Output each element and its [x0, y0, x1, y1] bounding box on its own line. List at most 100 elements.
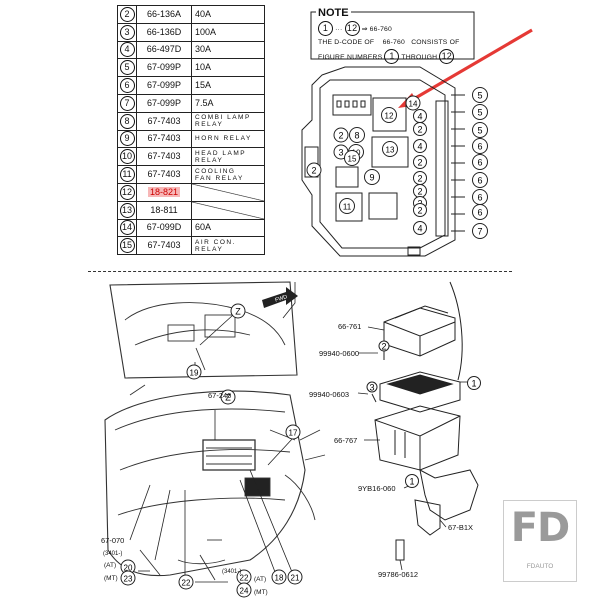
lower-callout: 22 [178, 574, 194, 590]
part-desc-line: COOLING [195, 167, 236, 175]
svg-text:24: 24 [240, 586, 249, 595]
part-num: 15 [119, 238, 135, 254]
svg-text:15: 15 [348, 154, 357, 163]
part-desc-cell [191, 200, 265, 220]
lower-callout: 18 [271, 569, 287, 585]
part-desc-cell: AIR CON.RELAY [191, 236, 265, 256]
svg-text:19: 19 [190, 368, 199, 377]
part-num: 6 [119, 78, 135, 94]
fusebox-callout-right: 7 [472, 223, 488, 239]
fusebox-callout-column: 4 [413, 109, 427, 123]
svg-text:7: 7 [477, 226, 482, 236]
part-num-cell: 7 [117, 93, 137, 113]
fusebox-callout-inner: 8 [349, 127, 365, 143]
svg-text:5: 5 [477, 107, 482, 117]
svg-text:2: 2 [381, 341, 386, 351]
code-bracket: 67-B1X [448, 523, 474, 532]
svg-text:18: 18 [275, 573, 284, 582]
fusebox-callout-left: 14 [405, 95, 421, 111]
code-bolt-mid: 99940-0603 [309, 390, 350, 399]
forward-arrow-icon [262, 287, 298, 308]
svg-text:4: 4 [417, 141, 422, 151]
fusebox-callout-right: 5 [472, 122, 488, 138]
svg-text:22: 22 [240, 573, 249, 582]
svg-text:6: 6 [477, 207, 482, 217]
fusebox-callout-right: 6 [472, 189, 488, 205]
svg-text:2: 2 [311, 165, 316, 175]
lower-callout: 24 [236, 582, 252, 598]
svg-text:3: 3 [338, 147, 343, 157]
part-desc-line: HORN RELAY [195, 135, 252, 143]
part-num: 13 [119, 202, 135, 218]
note-line-1: 1 ··· 12 ⇒ 66-760 [318, 21, 459, 36]
at-mt-a-mt: (MT) [104, 575, 118, 582]
part-num: 4 [119, 42, 135, 58]
fusebox-callout-inner: 11 [339, 198, 355, 214]
svg-text:8: 8 [354, 130, 359, 140]
at-mt-a-at: (AT) [104, 562, 117, 569]
svg-text:11: 11 [343, 202, 352, 211]
fusebox-callouts: 23214128101315911424222224555666667 [306, 87, 488, 239]
zoom-marker-label: Z [225, 393, 231, 403]
svg-text:2: 2 [338, 130, 343, 140]
code-bolt-bottom: 99786-0612 [378, 570, 419, 579]
fusebox-callout-inner: 13 [382, 141, 398, 157]
part-num: 12 [119, 184, 135, 200]
fusebox-callout-column: 2 [413, 155, 427, 169]
exploded-fusebox [371, 281, 479, 561]
lower-callout: 23 [120, 570, 136, 586]
forward-label: FWD [274, 294, 288, 304]
part-desc-line: RELAY [195, 156, 224, 164]
note-line-3: FIGURE NUMBERS 1 THROUGH 12 [318, 49, 459, 64]
note-line3-mid: THROUGH [401, 54, 438, 61]
part-desc-line: RELAY [195, 121, 224, 129]
fusebox-callout-column: 2 [413, 184, 427, 198]
svg-text:9: 9 [369, 172, 374, 182]
note-line3-pre: FIGURE NUMBERS [318, 54, 383, 61]
svg-text:3: 3 [369, 382, 374, 392]
code-clip: 9YB16-060 [358, 484, 396, 493]
fusebox-callout-right: 6 [472, 204, 488, 220]
at-mt-a-code: (3401-) [103, 551, 123, 557]
at-mt-b-at: (AT) [254, 576, 267, 583]
part-num: 5 [119, 60, 135, 76]
fusebox-callout-inner: 12 [381, 107, 397, 123]
fusebox-callout-column: 4 [413, 139, 427, 153]
part-desc-line: RELAY [195, 245, 224, 253]
note-circ-1: 1 [384, 49, 400, 64]
lower-callout: 21 [287, 569, 303, 585]
svg-text:4: 4 [417, 111, 422, 121]
lower-callout: 22 [236, 569, 252, 585]
exploded-callout: 3 [366, 381, 378, 393]
part-desc-cell: HORN RELAY [191, 129, 265, 149]
at-mt-b-mt: (MT) [254, 589, 268, 596]
svg-text:6: 6 [477, 141, 482, 151]
svg-text:1: 1 [409, 476, 414, 486]
fusebox-drawing [301, 66, 465, 257]
svg-text:1: 1 [471, 378, 476, 388]
part-num-cell: 9 [117, 129, 137, 149]
watermark-sub: FDAUTO [526, 563, 554, 570]
code-bracket-left: 67-070 [101, 536, 125, 545]
fusebox-callout-right: 5 [472, 87, 488, 103]
part-code-highlight: 18-821 [147, 186, 181, 197]
svg-text:22: 22 [182, 578, 191, 587]
code-box: 66-767 [334, 436, 358, 445]
exploded-callout: 1 [405, 474, 419, 488]
leader-lines [129, 282, 296, 578]
part-num: 11 [119, 167, 135, 183]
fusebox-callout-right: 6 [472, 154, 488, 170]
svg-text:21: 21 [291, 573, 300, 582]
svg-text:2: 2 [417, 124, 422, 134]
svg-text:2: 2 [417, 186, 422, 196]
part-num: 9 [119, 131, 135, 147]
